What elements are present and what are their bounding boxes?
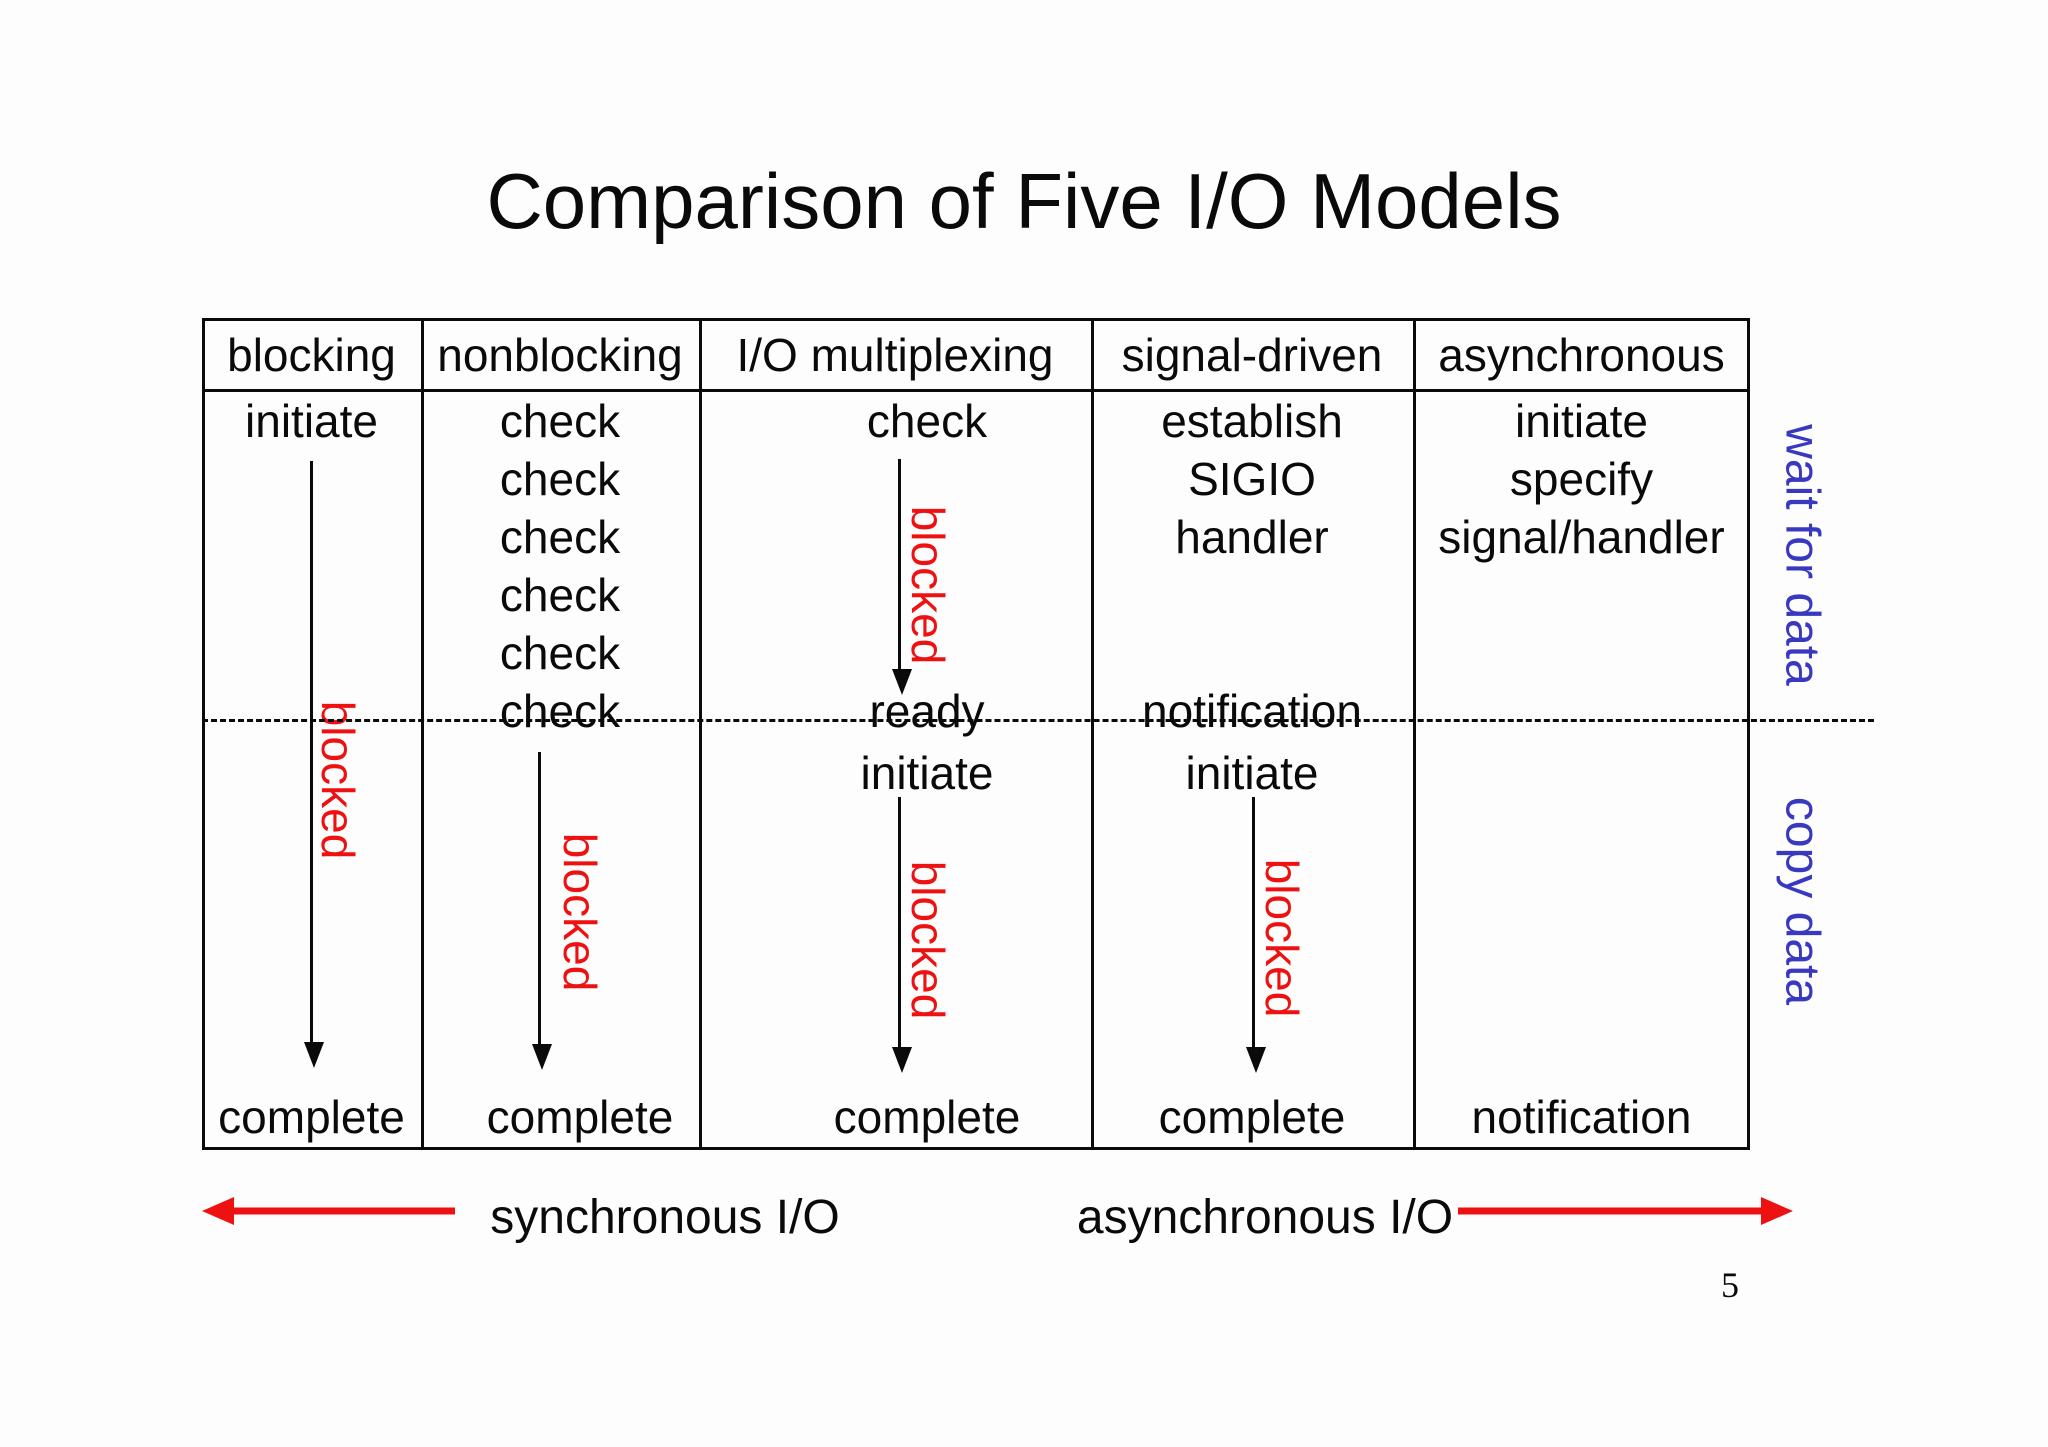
header-blocking: blocking [227,329,396,381]
col2-check-5: check [499,627,621,679]
header-signal-driven: signal-driven [1121,329,1383,381]
wait-for-data-label: wait for data [1775,424,1829,686]
page-title: Comparison of Five I/O Models [486,157,1562,245]
synchronous-arrow [202,1196,455,1226]
col1-blocking-arrow [304,461,324,1068]
col4-sigio: SIGIO [1188,453,1316,505]
col4-initiate: initiate [1185,747,1319,799]
col2-check-3: check [499,511,621,563]
page-number: 5 [1721,1265,1739,1305]
col4-complete: complete [1158,1091,1346,1143]
col2-check-4: check [499,569,621,621]
copy-data-label: copy data [1775,796,1829,1006]
header-io-multiplexing: I/O multiplexing [736,329,1054,381]
asynchronous-io-label: asynchronous I/O [1076,1191,1454,1244]
col1-initiate: initiate [245,395,378,447]
arrow-shaft [228,1207,455,1215]
col3-complete: complete [833,1091,1021,1143]
col5-signal-handler: signal/handler [1438,511,1725,563]
col2-complete: complete [486,1091,674,1143]
col5-initiate: initiate [1515,395,1648,447]
col3-initiate: initiate [860,747,994,799]
header-asynchronous: asynchronous [1438,329,1725,381]
col2-check-2: check [499,453,621,505]
col4-notification: notification [1142,685,1362,737]
column-divider-1 [421,318,424,1150]
col4-blocking-arrow [1246,797,1266,1073]
col3-blocked-copy-label: blocked [902,860,954,1020]
col3-wait-arrow [892,459,912,695]
column-divider-3 [1091,318,1094,1150]
table-border [202,318,1750,1150]
col5-notification: notification [1471,1091,1692,1143]
synchronous-io-label: synchronous I/O [490,1191,840,1244]
asynchronous-arrow [1458,1196,1793,1226]
col3-blocked-wait-label: blocked [902,505,954,665]
col4-establish: establish [1161,395,1343,447]
col1-blocked-label: blocked [312,700,364,860]
col4-blocked-label: blocked [1256,858,1308,1018]
col1-complete: complete [218,1091,405,1143]
right-arrowhead-icon [1761,1197,1793,1225]
col3-ready: ready [869,685,985,737]
col2-blocked-label: blocked [554,832,606,992]
col2-blocking-arrow [532,752,552,1070]
column-divider-2 [699,318,702,1150]
col2-check-1: check [499,395,621,447]
col3-check: check [866,395,988,447]
header-underline [202,389,1750,392]
col5-specify: specify [1509,453,1654,505]
col2-check-6: check [499,685,621,737]
col4-handler: handler [1175,511,1329,563]
column-divider-4 [1413,318,1416,1150]
phase-divider-dashed-line [202,719,1874,722]
arrow-shaft [1458,1207,1767,1215]
header-nonblocking: nonblocking [437,329,683,381]
col3-copy-arrow [892,797,912,1073]
